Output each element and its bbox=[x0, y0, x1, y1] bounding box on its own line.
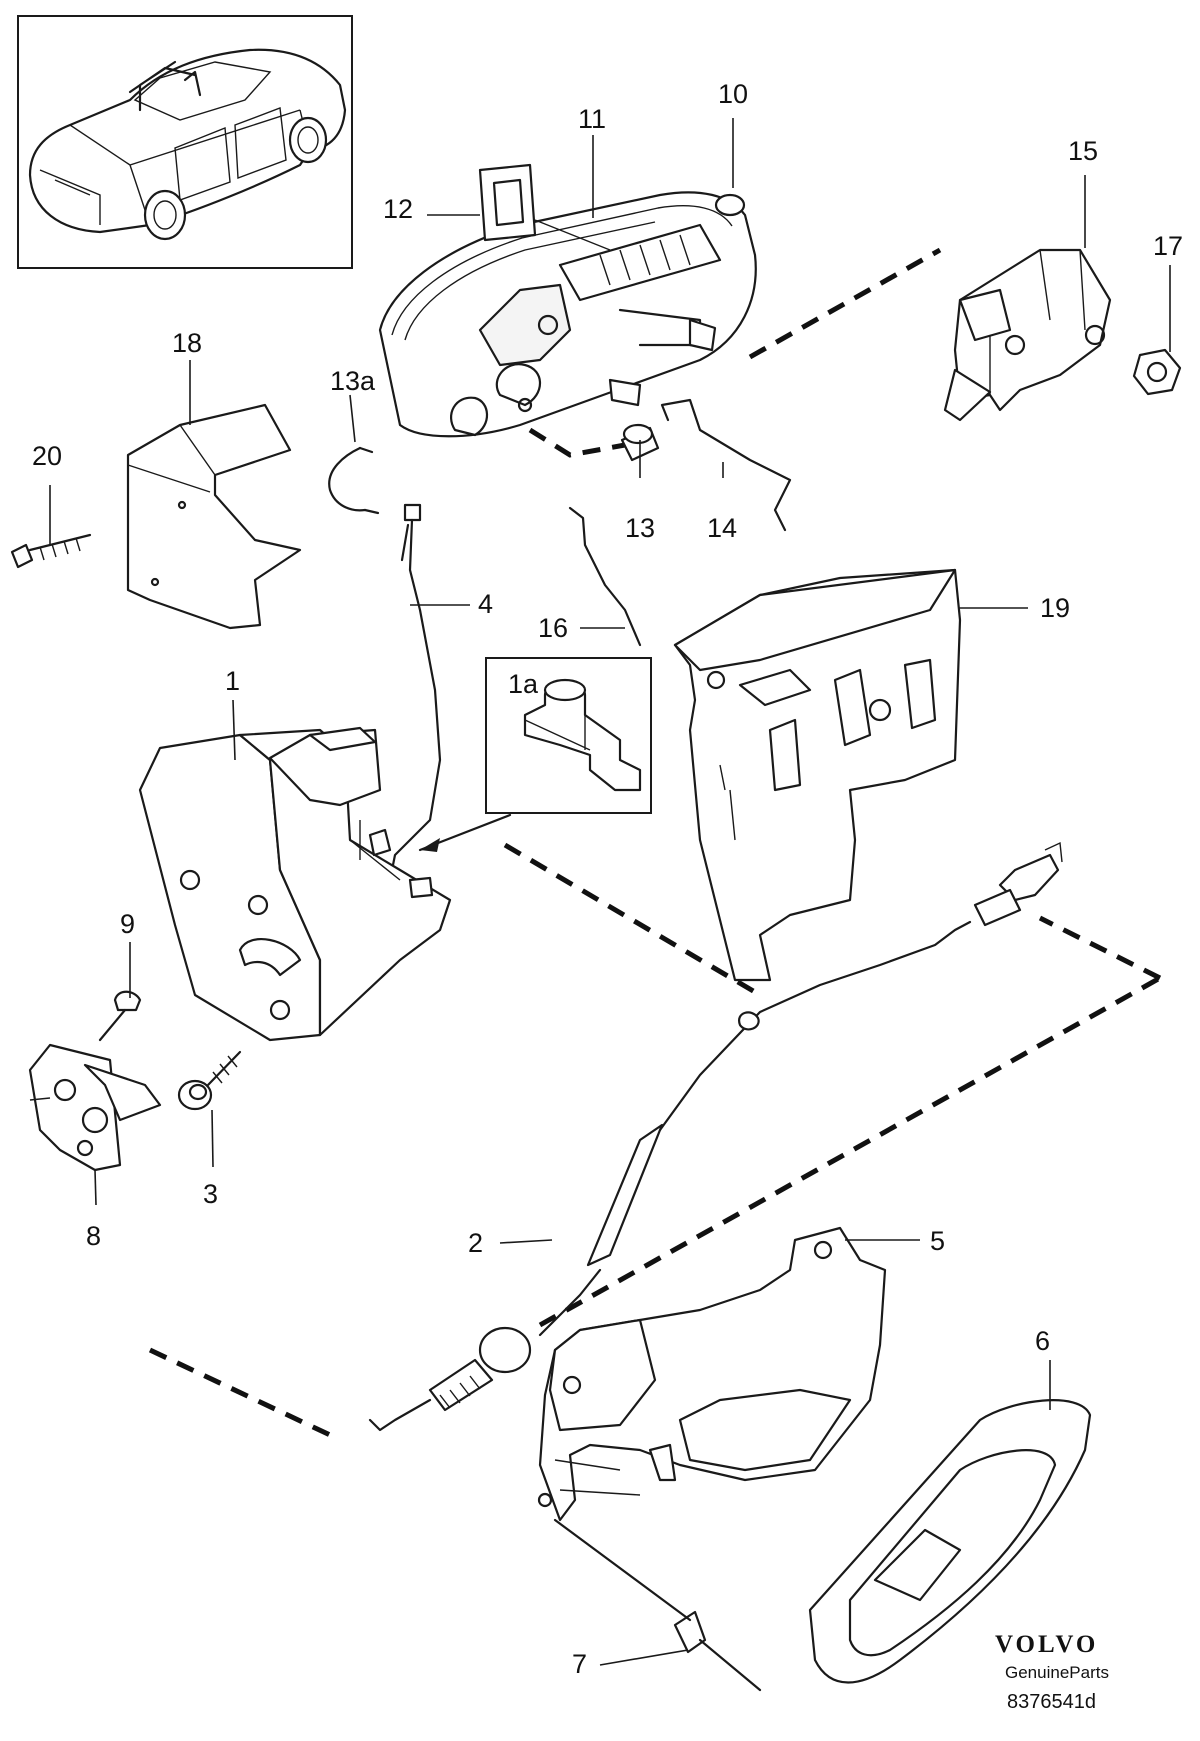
bracket-15 bbox=[943, 248, 1112, 422]
callout-2: 2 bbox=[468, 1228, 483, 1258]
callout-20: 20 bbox=[32, 441, 62, 471]
callout-6: 6 bbox=[1035, 1326, 1050, 1356]
callout-1: 1 bbox=[225, 666, 240, 696]
detail-inset-1a bbox=[485, 657, 652, 814]
rod-14 bbox=[660, 398, 792, 532]
callout-5: 5 bbox=[930, 1226, 945, 1256]
callout-labels: 10 11 12 15 17 18 13a 20 13 14 4 16 19 1… bbox=[32, 79, 1183, 1679]
bracket-5 bbox=[537, 1226, 887, 1522]
screw-20 bbox=[10, 533, 92, 569]
callout-7: 7 bbox=[572, 1649, 587, 1679]
callout-19: 19 bbox=[1040, 593, 1070, 623]
callout-10: 10 bbox=[718, 79, 748, 109]
callout-18: 18 bbox=[172, 328, 202, 358]
screw-3 bbox=[177, 1050, 242, 1111]
callout-15: 15 bbox=[1068, 136, 1098, 166]
screw-9 bbox=[98, 990, 142, 1042]
genuine-parts-tagline: GenuineParts bbox=[1005, 1663, 1109, 1682]
nut-17 bbox=[1132, 348, 1182, 396]
leader-lines bbox=[49, 118, 1171, 1666]
rod-16 bbox=[568, 506, 642, 647]
trim-panel-19 bbox=[673, 568, 962, 982]
volvo-branding: VOLVO GenuineParts 8376541d bbox=[995, 1631, 1109, 1713]
cable-2 bbox=[368, 841, 1063, 1432]
lock-body-1 bbox=[138, 726, 452, 1042]
document-number: 8376541d bbox=[1007, 1691, 1096, 1713]
striker-plate-8 bbox=[28, 1043, 162, 1172]
callout-13: 13 bbox=[625, 513, 655, 543]
callout-1a: 1a bbox=[508, 669, 539, 699]
rod-4 bbox=[388, 503, 442, 882]
clip-13a bbox=[328, 446, 380, 515]
callout-9: 9 bbox=[120, 909, 135, 939]
car-locator-inset bbox=[17, 15, 353, 269]
cover-18 bbox=[126, 403, 302, 630]
callout-16: 16 bbox=[538, 613, 568, 643]
callout-13a: 13a bbox=[330, 366, 376, 396]
callout-12: 12 bbox=[383, 194, 413, 224]
callout-8: 8 bbox=[86, 1221, 101, 1251]
callout-17: 17 bbox=[1153, 231, 1183, 261]
callout-14: 14 bbox=[707, 513, 737, 543]
rivet-7 bbox=[553, 1518, 762, 1692]
exterior-handle-assembly bbox=[378, 163, 757, 438]
volvo-logo: VOLVO bbox=[995, 1631, 1098, 1658]
callout-3: 3 bbox=[203, 1179, 218, 1209]
callout-4: 4 bbox=[478, 589, 493, 619]
callout-11: 11 bbox=[578, 104, 606, 134]
inner-handle-6 bbox=[808, 1399, 1092, 1684]
